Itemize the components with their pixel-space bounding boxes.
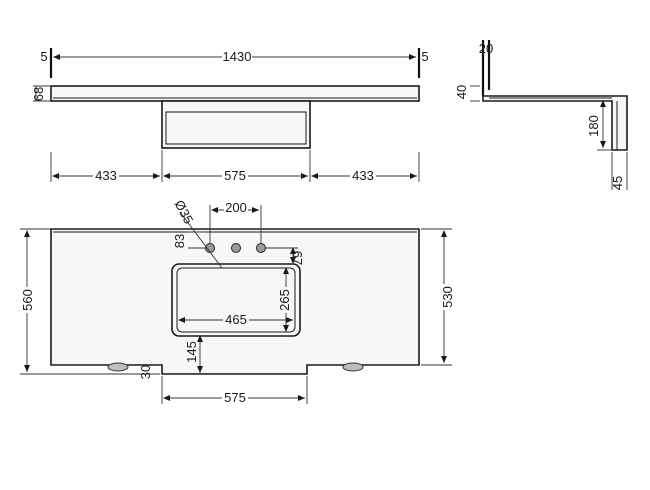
tap-diameter-label: Ø35	[172, 198, 197, 227]
countertop-slab-front	[50, 85, 420, 102]
side-elevation-view: 20 40 180 45	[454, 40, 628, 190]
front-thickness-label: 68	[31, 87, 46, 101]
basin-front-label: 145	[184, 341, 199, 363]
overall-width-label: 1430	[223, 49, 252, 64]
basin-width-label: 465	[225, 312, 247, 327]
side-lip-label: 40	[454, 85, 469, 99]
depth-right-label: 530	[440, 286, 455, 308]
edge-left-label: 5	[40, 49, 47, 64]
tap-spacing-label: 200	[225, 200, 247, 215]
foot-left	[107, 362, 129, 372]
tap-hole-center	[231, 243, 241, 253]
basin-gap-label: 67	[290, 251, 305, 265]
side-profile-slab	[482, 95, 628, 151]
section-left-label: 433	[95, 168, 117, 183]
depth-total-label: 560	[20, 289, 35, 311]
section-mid-label: 575	[224, 168, 246, 183]
side-top-thickness-label: 20	[479, 41, 493, 56]
tap-offset-label: 83	[172, 234, 187, 248]
side-drop-label: 180	[586, 115, 601, 137]
foot-right	[342, 362, 364, 372]
basin-depth-label: 265	[277, 289, 292, 311]
plan-view: 200 Ø35 83 67 265 465 145 560	[19, 198, 455, 405]
front-offset-label: 30	[138, 365, 153, 379]
front-elevation-view: 1430 5 5 68 433 575 433	[31, 48, 429, 183]
edge-right-label: 5	[421, 49, 428, 64]
side-bottom-label: 45	[610, 176, 625, 190]
tap-diameter-leader	[179, 211, 223, 269]
tap-hole-right	[256, 243, 266, 253]
basin-box-front	[161, 100, 311, 149]
cutout-width-label: 575	[224, 390, 246, 405]
section-right-label: 433	[352, 168, 374, 183]
